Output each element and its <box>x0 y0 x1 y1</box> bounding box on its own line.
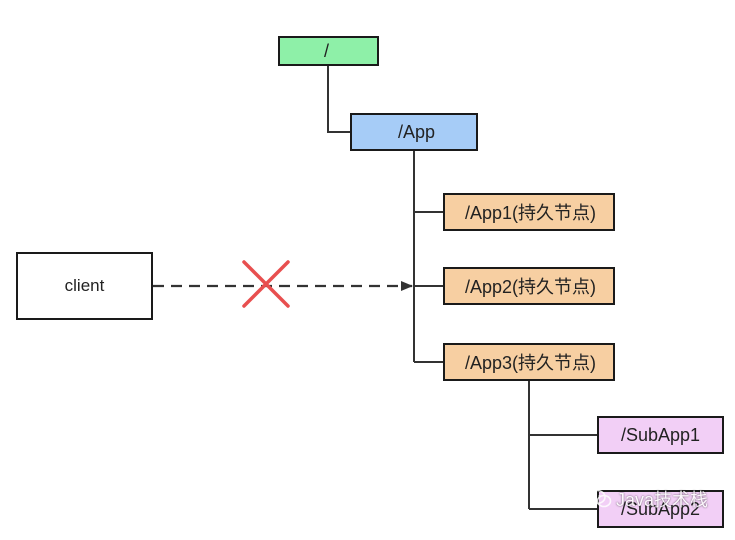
node-app2-label: /App2(持久节点) <box>465 277 597 297</box>
node-subapp1-label: /SubApp1 <box>621 424 701 445</box>
node-app: /App <box>350 113 478 151</box>
node-subapp1: /SubApp1 <box>597 416 724 454</box>
node-app2: /App2(持久节点) <box>443 267 615 305</box>
node-app1-label: /App1(持久节点) <box>465 203 597 223</box>
watermark: Java技术栈 <box>588 486 708 512</box>
wechat-icon <box>588 489 612 508</box>
node-subapp2: /SubApp2 <box>597 490 724 528</box>
node-root: / <box>278 36 379 66</box>
edge-root-app <box>327 66 350 133</box>
node-app1: /App1(持久节点) <box>443 193 615 231</box>
node-client-label: client <box>64 276 105 295</box>
node-app3: /App3(持久节点) <box>443 343 615 381</box>
node-root-label: / <box>324 40 330 61</box>
blocked-x-icon <box>242 260 290 308</box>
node-client: client <box>16 252 153 320</box>
node-app3-label: /App3(持久节点) <box>465 353 597 373</box>
node-subapp2-label: /SubApp2 <box>621 498 701 519</box>
node-app-label: /App <box>398 121 436 142</box>
watermark-text: Java技术栈 <box>616 490 709 510</box>
